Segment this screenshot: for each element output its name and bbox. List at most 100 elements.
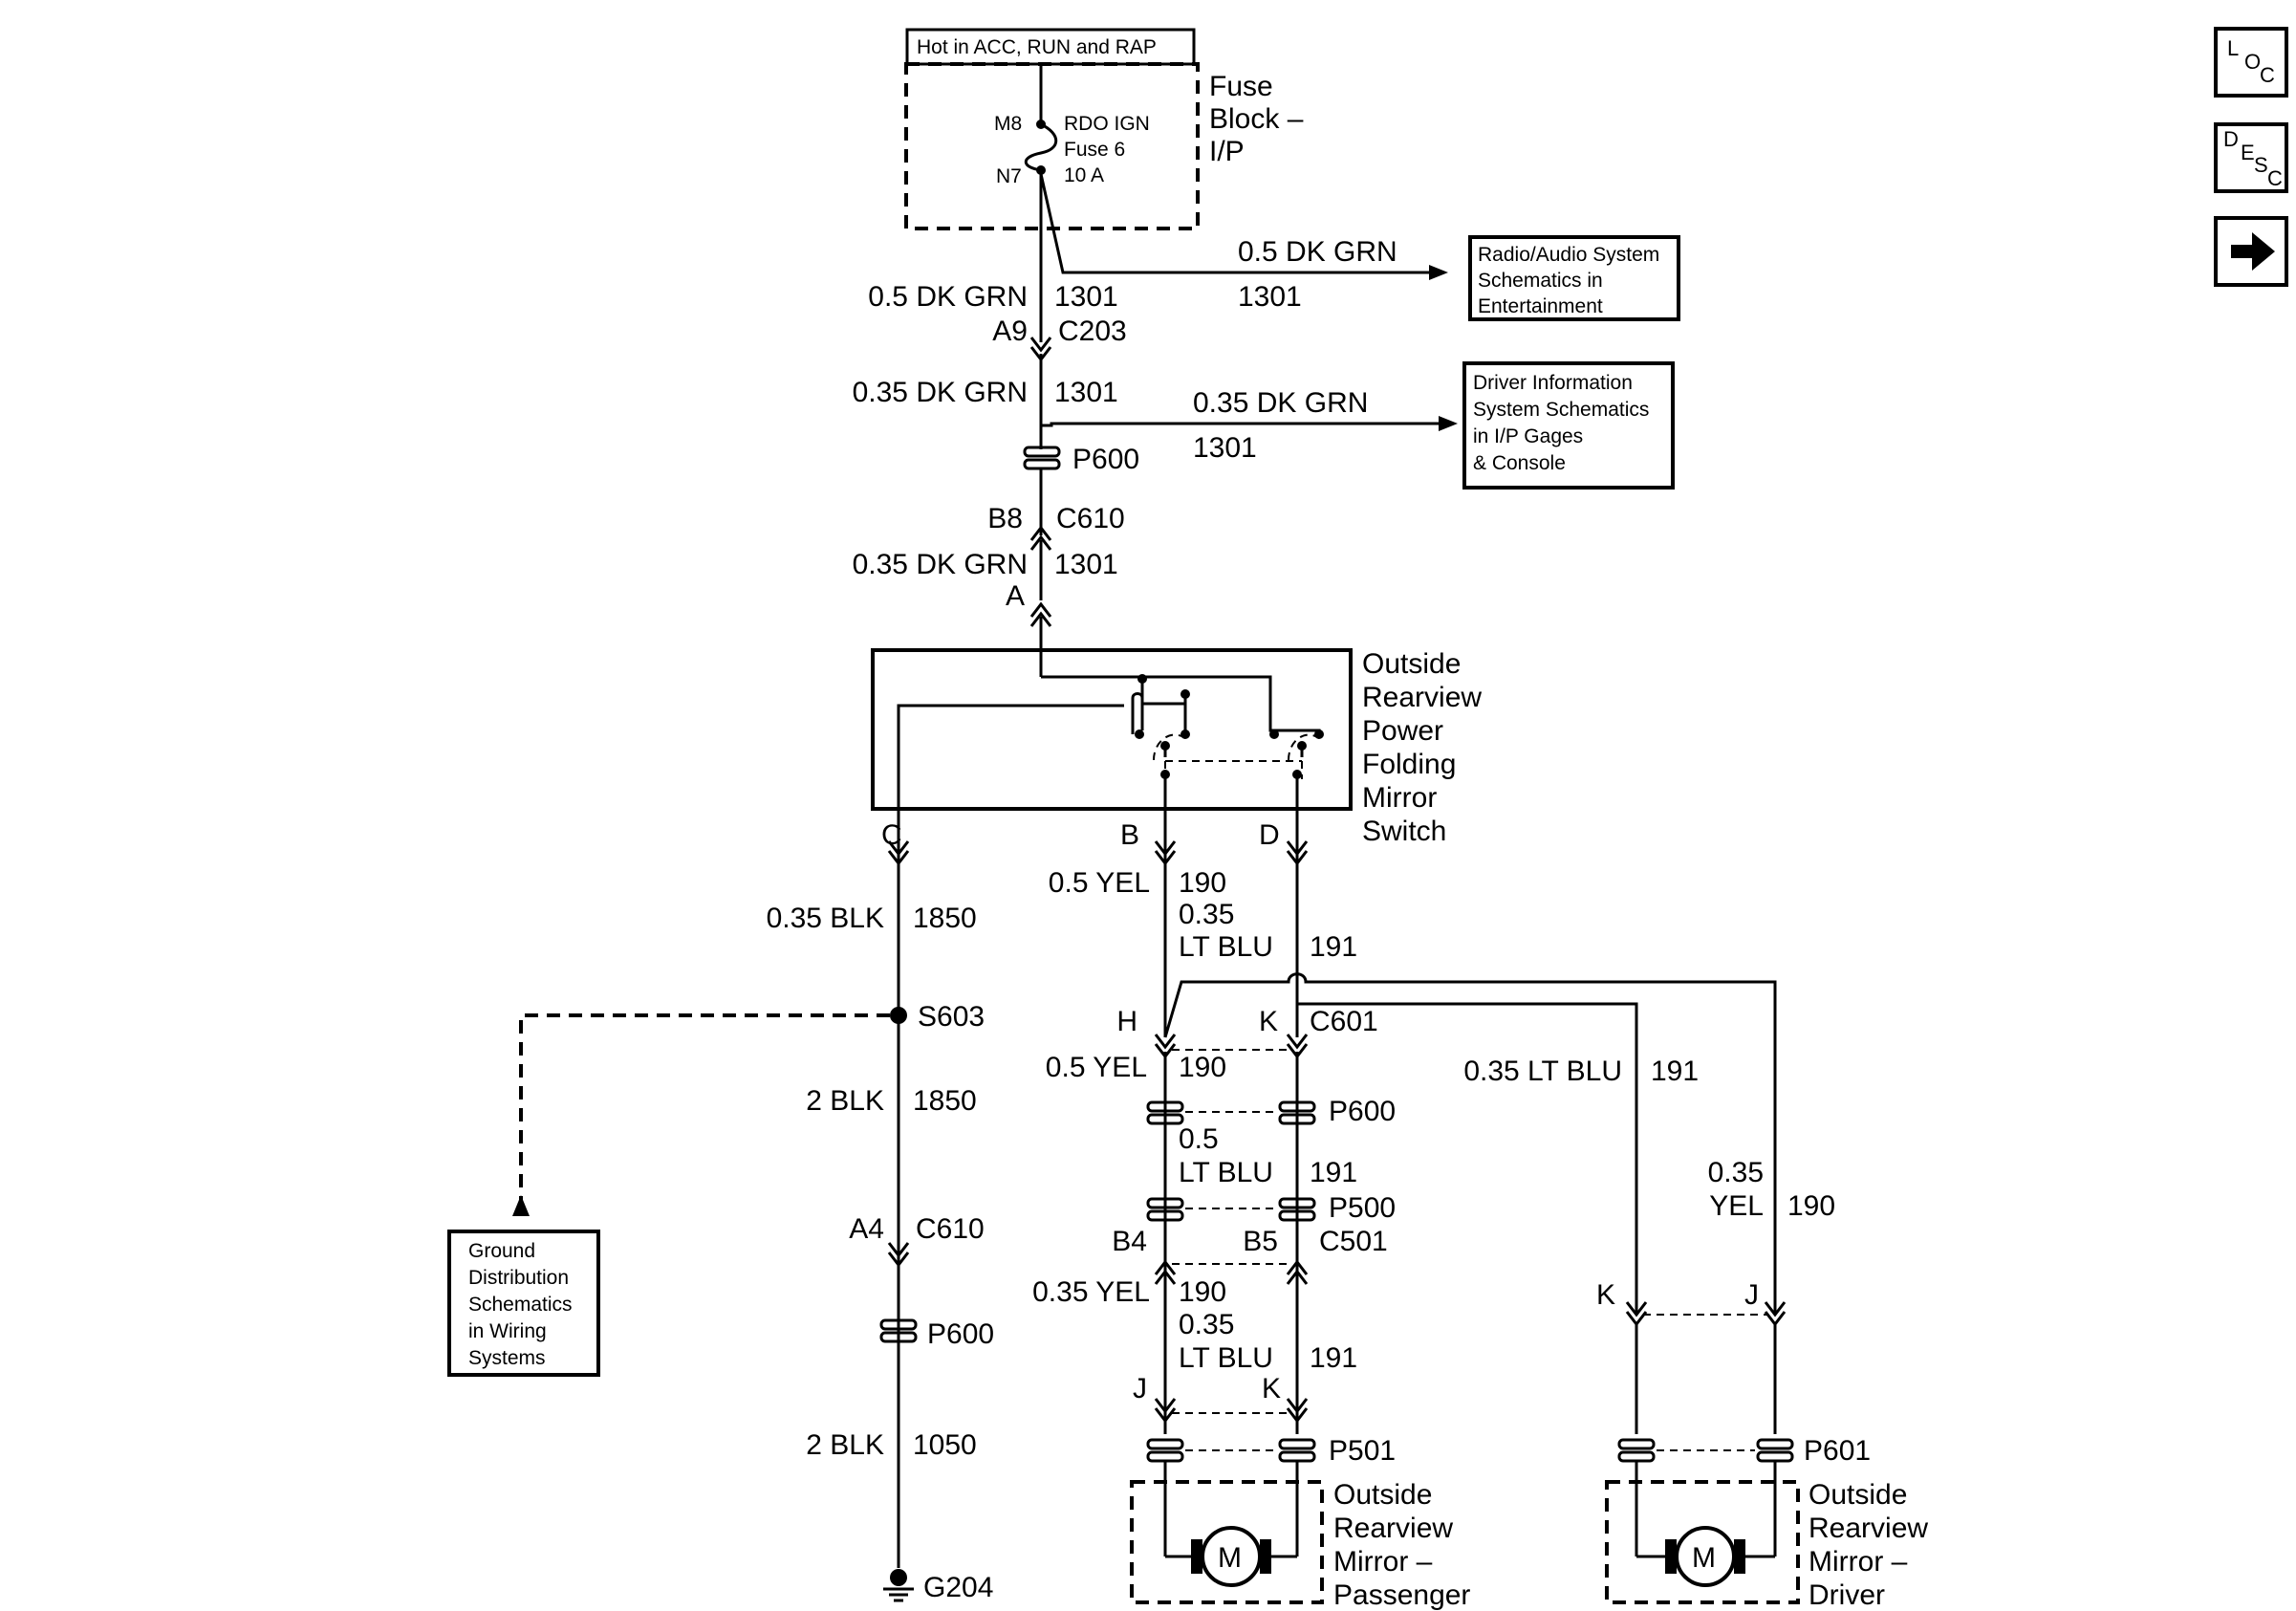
switch-name-2: Rearview: [1362, 682, 1482, 713]
ground-wire-color-3: 2 BLK: [806, 1429, 884, 1461]
wire-circuit-3: 1301: [1054, 549, 1118, 580]
switch-name-4: Folding: [1362, 749, 1456, 780]
driver-mirror: M Outside Rearview Mirror – Driver: [1605, 1461, 1928, 1611]
p501-label: P501: [1329, 1435, 1396, 1467]
fuse-block-title: Fuse: [1209, 71, 1273, 102]
svg-text:C: C: [2267, 166, 2283, 190]
ground-wire-circuit-2: 1850: [913, 1085, 977, 1117]
radio-audio-ref[interactable]: 0.5 DK GRN 1301 Radio/Audio System Schem…: [1238, 235, 1680, 321]
pass-mirror-name-2: Rearview: [1333, 1513, 1453, 1544]
driver-motor-icon: [1675, 1526, 1736, 1587]
pass-pin-j: J: [1133, 1373, 1147, 1404]
ground-wire-circuit-3: 1050: [913, 1429, 977, 1461]
c601-pin-h: H: [1116, 1006, 1137, 1037]
driver-motor-label: M: [1692, 1542, 1716, 1574]
passenger-motor-icon: [1201, 1526, 1262, 1587]
splice-label: S603: [918, 1001, 985, 1033]
switch-name-1: Outside: [1362, 648, 1461, 680]
pin-n7: N7: [996, 165, 1022, 187]
drv-mirror-name-1: Outside: [1809, 1479, 1907, 1511]
passenger-circuits: 0.5 YEL 190 0.35 LT BLU 191 H K C601 0.5…: [1032, 809, 1777, 1467]
pass-p500-label: P500: [1329, 1192, 1396, 1224]
p601-label: P601: [1804, 1435, 1871, 1467]
fuse-icon: [1024, 122, 1058, 172]
pass-d-color-2: LT BLU: [1179, 931, 1273, 963]
switch-name-5: Mirror: [1362, 782, 1437, 814]
drv-yel-color-2: YEL: [1709, 1190, 1764, 1222]
radio-ref-line-2: Schematics in: [1478, 270, 1603, 292]
next-arrow-button[interactable]: [2214, 216, 2288, 287]
dic-ref-line-1: Driver Information: [1473, 372, 1633, 394]
feed-circuit-1301: 0.5 DK GRN 1301 A9 C203 0.35 DK GRN 1301…: [853, 170, 1458, 677]
pin-m8: M8: [994, 113, 1022, 135]
pass-d-color-1: 0.35: [1179, 899, 1234, 930]
pass-d-circuit: 191: [1310, 931, 1357, 963]
drv-mirror-name-4: Driver: [1809, 1579, 1885, 1611]
loc-button[interactable]: L O C: [2214, 27, 2288, 98]
c610-pin: B8: [987, 503, 1023, 534]
switch-pin-b: B: [1120, 819, 1139, 851]
ground-ref-line-2: Distribution: [468, 1267, 569, 1289]
ground-circuit: 0.35 BLK 1850 S603 2 BLK 1850 A4 C610 P6…: [512, 809, 994, 1603]
switch-pin-d: D: [1259, 819, 1280, 851]
drv-yel-color-1: 0.35: [1708, 1157, 1764, 1188]
radio-ref-line-1: Radio/Audio System: [1478, 244, 1659, 266]
dic-ref-line-3: in I/P Gages: [1473, 425, 1583, 447]
pass-mirror-name-4: Passenger: [1333, 1579, 1470, 1611]
svg-text:S: S: [2254, 153, 2268, 177]
passenger-motor-label: M: [1218, 1542, 1242, 1574]
pass-blu-color-2a: 0.5: [1179, 1123, 1219, 1155]
svg-text:D: D: [2223, 127, 2239, 151]
pass-b-circuit: 190: [1179, 867, 1226, 899]
pass-yel-circuit-2: 190: [1179, 1052, 1226, 1083]
folding-mirror-switch: Outside Rearview Power Folding Mirror Sw…: [871, 648, 1482, 851]
switch-pin-a: A: [1006, 580, 1025, 612]
pass-blu-color-2b: LT BLU: [1179, 1157, 1273, 1188]
pass-yel-circuit-3: 190: [1179, 1276, 1226, 1308]
svg-text:L: L: [2227, 36, 2239, 60]
ground-wire-color-2: 2 BLK: [806, 1085, 884, 1117]
ground-distribution-ref[interactable]: Ground Distribution Schematics in Wiring…: [447, 1230, 600, 1377]
c501-pin-b5: B5: [1243, 1226, 1278, 1257]
pass-yel-color-3: 0.35 YEL: [1032, 1276, 1150, 1308]
c601-pin-k: K: [1259, 1006, 1278, 1037]
fuse-number: Fuse 6: [1064, 139, 1125, 161]
drv-pin-k: K: [1596, 1279, 1615, 1311]
pass-mirror-name-3: Mirror –: [1333, 1546, 1433, 1578]
dic-ref-line-4: & Console: [1473, 452, 1566, 474]
ground-p600-label: P600: [927, 1318, 994, 1350]
drv-mirror-name-2: Rearview: [1809, 1513, 1928, 1544]
wire-circuit-2: 1301: [1054, 377, 1118, 408]
desc-button[interactable]: D E S C: [2214, 122, 2288, 193]
pass-blu-color-3b: LT BLU: [1179, 1342, 1273, 1374]
ground-ref-line-1: Ground: [468, 1240, 535, 1262]
ground-c610-label: C610: [916, 1213, 985, 1245]
drv-pin-j: J: [1744, 1279, 1759, 1311]
driver-circuits: 0.35 LT BLU 191 0.35 YEL 190 K J P601: [1463, 1056, 1871, 1467]
radio-wire-circuit: 1301: [1238, 281, 1302, 313]
ground-wire-circuit-1: 1850: [913, 903, 977, 934]
fuse-block-title-2: Block –: [1209, 103, 1304, 135]
dic-wire-color: 0.35 DK GRN: [1193, 387, 1368, 419]
wire-color-3: 0.35 DK GRN: [853, 549, 1028, 580]
fuse-block-title-3: I/P: [1209, 136, 1245, 167]
fuse-name: RDO IGN: [1064, 113, 1150, 135]
radio-wire-color: 0.5 DK GRN: [1238, 236, 1397, 268]
drv-blu-color: 0.35 LT BLU: [1463, 1056, 1622, 1087]
wire-color-2: 0.35 DK GRN: [853, 377, 1028, 408]
p600-label: P600: [1072, 444, 1139, 475]
pass-pin-k: K: [1262, 1373, 1281, 1404]
svg-text:E: E: [2241, 141, 2255, 164]
passenger-mirror: M Outside Rearview Mirror – Passenger: [1130, 1461, 1470, 1611]
fuse-block: Hot in ACC, RUN and RAP Fuse Block – I/P…: [904, 28, 1304, 230]
dic-ref-line-2: System Schematics: [1473, 399, 1649, 421]
pass-blu-circuit-3: 191: [1310, 1342, 1357, 1374]
svg-text:C: C: [2260, 63, 2275, 87]
c203-label: C203: [1058, 316, 1127, 347]
pass-p600-label: P600: [1329, 1096, 1396, 1127]
ground-ref-line-5: Systems: [468, 1347, 546, 1369]
driver-info-ref[interactable]: 0.35 DK GRN 1301 Driver Information Syst…: [1193, 361, 1675, 490]
wire-circuit-1: 1301: [1054, 281, 1118, 313]
c610-label: C610: [1056, 503, 1125, 534]
switch-name-6: Switch: [1362, 816, 1446, 847]
